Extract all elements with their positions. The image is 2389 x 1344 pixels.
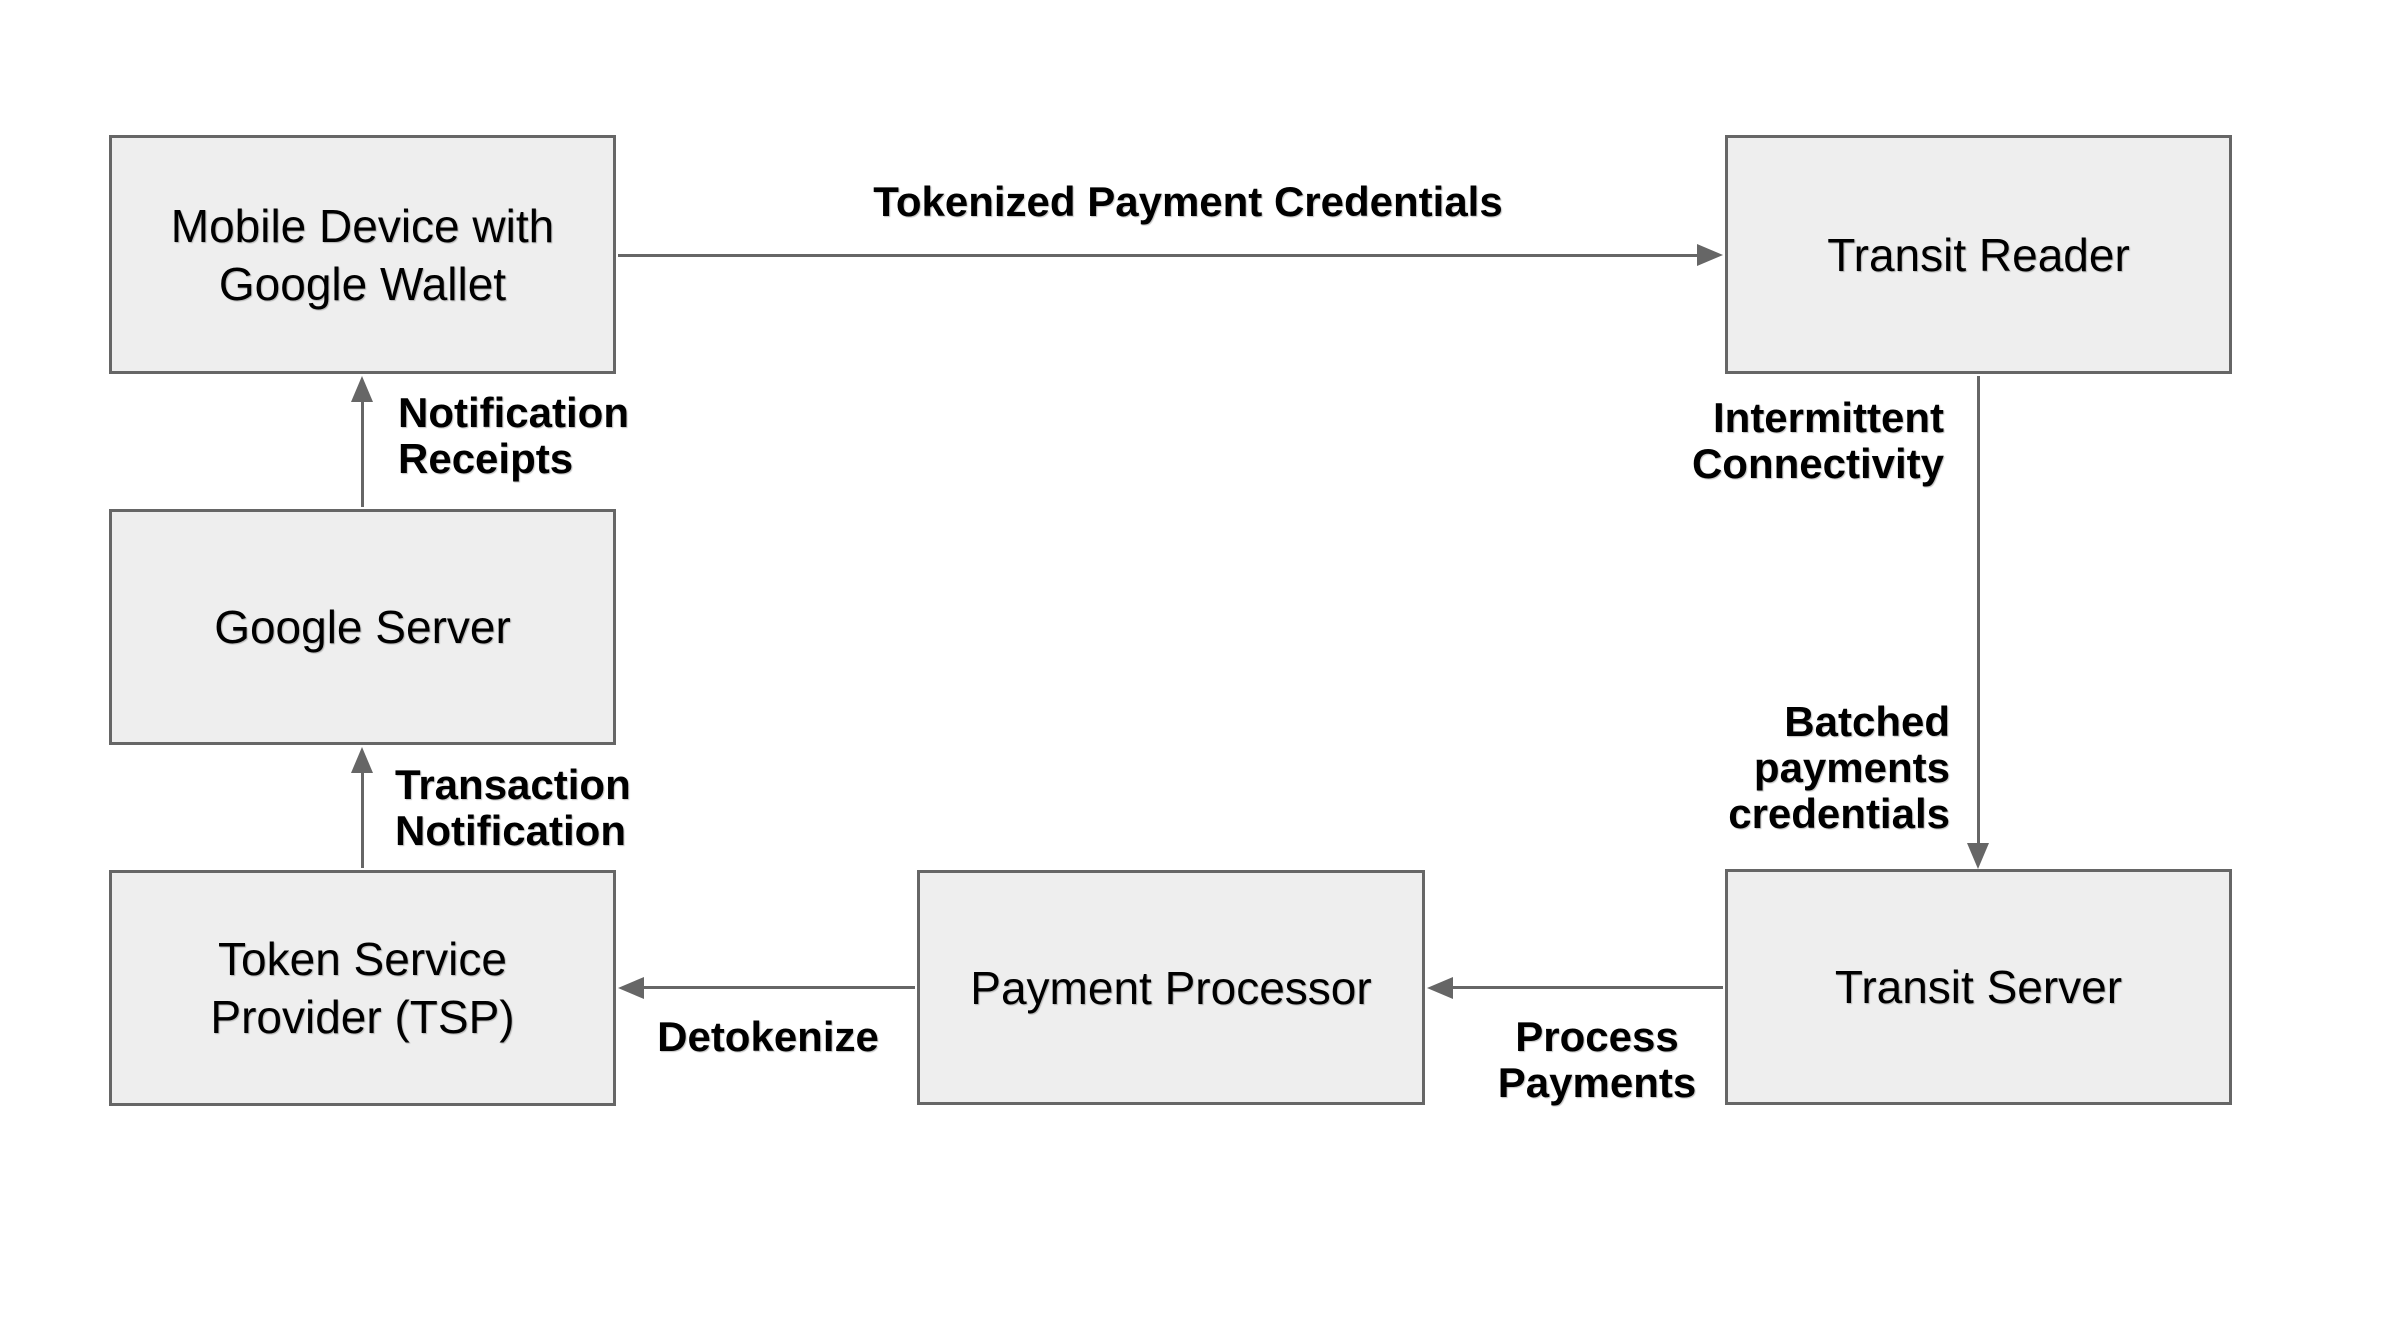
- node-payment-processor: Payment Processor: [917, 870, 1425, 1105]
- edge-receipts-line: [361, 402, 364, 507]
- node-token-service-provider-label: Token Service Provider (TSP): [210, 933, 515, 1043]
- edge-process-label: Process Payments: [1497, 1013, 1697, 1106]
- edge-process-line: [1451, 986, 1723, 989]
- node-transit-reader: Transit Reader: [1725, 135, 2232, 374]
- node-token-service-provider: Token Service Provider (TSP): [109, 870, 616, 1106]
- edge-tokenized-line: [618, 254, 1697, 257]
- node-transit-reader-label: Transit Reader: [1827, 228, 2130, 281]
- arrowhead-left-icon: [618, 977, 644, 999]
- arrowhead-up-icon: [351, 376, 373, 402]
- edge-transaction-line: [361, 772, 364, 868]
- node-google-server-label: Google Server: [214, 601, 511, 653]
- arrowhead-right-icon: [1697, 244, 1723, 266]
- edge-batched-line: [1977, 376, 1980, 843]
- node-transit-server: Transit Server: [1725, 869, 2232, 1105]
- arrowhead-left-icon: [1427, 977, 1453, 999]
- node-transit-server-label: Transit Server: [1834, 961, 2123, 1013]
- edge-detokenize-label: Detokenize: [657, 1013, 879, 1060]
- arrowhead-up-icon: [351, 747, 373, 773]
- edge-intermittent-label: Intermittent Connectivity: [1691, 394, 1944, 487]
- edge-tokenized-label: Tokenized Payment Credentials: [873, 178, 1503, 225]
- node-payment-processor-label: Payment Processor: [970, 961, 1372, 1014]
- node-mobile-device: Mobile Device with Google Wallet: [109, 135, 616, 374]
- node-google-server: Google Server: [109, 509, 616, 745]
- arrowhead-down-icon: [1967, 843, 1989, 869]
- edge-receipts-label: Notification Receipts: [398, 389, 629, 482]
- edge-batched-label: Batched payments credentials: [1728, 698, 1950, 837]
- node-mobile-device-label: Mobile Device with Google Wallet: [170, 199, 555, 310]
- edge-transaction-label: Transaction Notification: [395, 761, 631, 854]
- edge-detokenize-line: [642, 986, 915, 989]
